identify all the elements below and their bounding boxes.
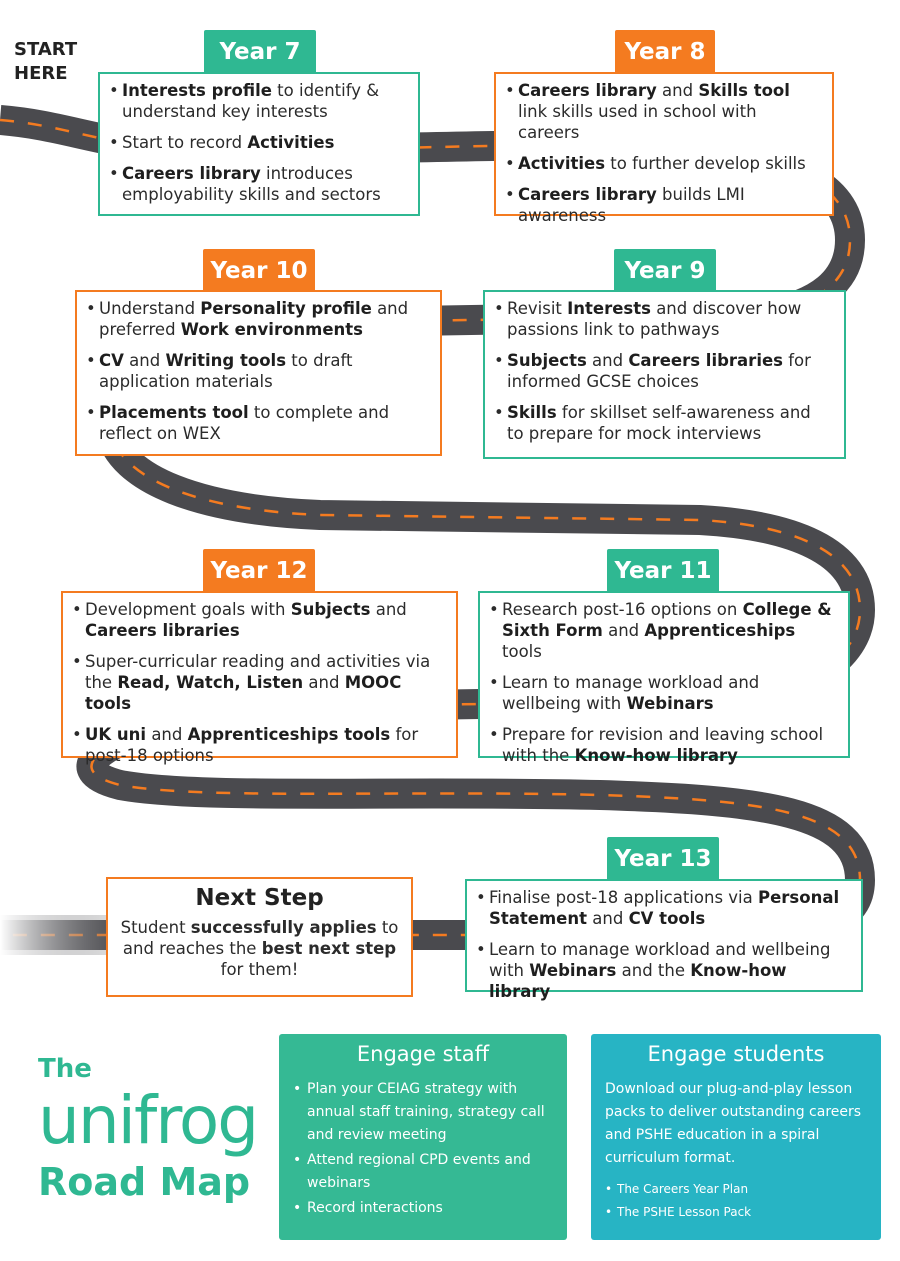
engage-staff-item: Record interactions [293, 1197, 553, 1220]
year-11-list: Research post-16 options on College & Si… [489, 599, 836, 766]
year-10-box: Understand Personality profile and prefe… [75, 290, 442, 456]
engage-staff-title: Engage staff [356, 1042, 490, 1066]
roadmap-item: Careers library introduces employability… [109, 163, 406, 205]
roadmap-item: Research post-16 options on College & Si… [489, 599, 836, 662]
year-9-tag: Year 9 [614, 249, 716, 293]
roadmap-item: UK uni and Apprenticeships tools for pos… [72, 724, 444, 766]
roadmap-item: Careers library builds LMI awareness [505, 184, 820, 226]
engage-staff-item: Attend regional CPD events and webinars [293, 1149, 553, 1195]
year-12-tag: Year 12 [203, 549, 315, 593]
year-8-list: Careers library and Skills tool link ski… [505, 80, 820, 226]
engage-students-text: Download our plug-and-play lesson packs … [605, 1081, 862, 1166]
unifrog-road-map-logo: The unifrog Road Map [38, 1054, 259, 1204]
roadmap-item: Placements tool to complete and reflect … [86, 402, 428, 444]
next-step-title: Next Step [195, 885, 324, 911]
roadmap-item: Start to record Activities [109, 132, 406, 153]
year-12-box: Development goals with Subjects and Care… [61, 591, 458, 765]
roadmap-item: Activities to further develop skills [505, 153, 820, 174]
roadmap-item: Subjects and Careers libraries for infor… [494, 350, 832, 392]
roadmap-item: Super-curricular reading and activities … [72, 651, 444, 714]
roadmap-item: Skills for skillset self-awareness and t… [494, 402, 832, 444]
logo-the: The [38, 1054, 92, 1084]
next-step-text: Student successfully applies to and reac… [120, 918, 399, 979]
engage-students-list: The Careers Year Plan The PSHE Lesson Pa… [605, 1178, 867, 1224]
roadmap-item: Interests profile to identify & understa… [109, 80, 406, 122]
year-7-list: Interests profile to identify & understa… [109, 80, 406, 205]
year-13-tag: Year 13 [607, 837, 719, 881]
roadmap-item: Learn to manage workload and wellbeing w… [476, 939, 849, 1002]
roadmap-item: Prepare for revision and leaving school … [489, 724, 836, 766]
roadmap-item: CV and Writing tools to draft applicatio… [86, 350, 428, 392]
start-line-1: START [14, 39, 78, 60]
roadmap-item: Finalise post-18 applications via Person… [476, 887, 849, 929]
engage-students-title: Engage students [647, 1042, 825, 1066]
roadmap-item: Careers library and Skills tool link ski… [505, 80, 820, 143]
year-9-list: Revisit Interests and discover how passi… [494, 298, 832, 444]
engage-staff-list: Plan your CEIAG strategy with annual sta… [293, 1078, 553, 1220]
next-step-box: Next Step Student successfully applies t… [106, 877, 413, 997]
engage-staff-card: Engage staff Plan your CEIAG strategy wi… [279, 1034, 567, 1240]
year-7-box: Interests profile to identify & understa… [98, 72, 420, 216]
year-9-box: Revisit Interests and discover how passi… [483, 290, 846, 459]
year-12-list: Development goals with Subjects and Care… [72, 599, 444, 766]
year-10-list: Understand Personality profile and prefe… [86, 298, 428, 444]
roadmap-item: Development goals with Subjects and Care… [72, 599, 444, 641]
logo-road-map: Road Map [38, 1160, 251, 1204]
engage-students-item: The PSHE Lesson Pack [605, 1201, 867, 1224]
year-11-tag: Year 11 [607, 549, 719, 593]
year-13-list: Finalise post-18 applications via Person… [476, 887, 849, 1002]
engage-students-item: The Careers Year Plan [605, 1178, 867, 1201]
year-11-box: Research post-16 options on College & Si… [478, 591, 850, 765]
engage-students-card: Engage students Download our plug-and-pl… [591, 1034, 881, 1240]
start-here-label: START HERE [14, 38, 77, 86]
engage-staff-item: Plan your CEIAG strategy with annual sta… [293, 1078, 553, 1147]
roadmap-item: Understand Personality profile and prefe… [86, 298, 428, 340]
logo-unifrog: unifrog [38, 1082, 259, 1159]
year-8-tag: Year 8 [615, 30, 715, 74]
year-7-tag: Year 7 [204, 30, 316, 74]
year-13-box: Finalise post-18 applications via Person… [465, 879, 863, 1001]
roadmap-item: Revisit Interests and discover how passi… [494, 298, 832, 340]
roadmap-item: Learn to manage workload and wellbeing w… [489, 672, 836, 714]
year-10-tag: Year 10 [203, 249, 315, 293]
start-line-2: HERE [14, 63, 68, 84]
year-8-box: Careers library and Skills tool link ski… [494, 72, 834, 225]
